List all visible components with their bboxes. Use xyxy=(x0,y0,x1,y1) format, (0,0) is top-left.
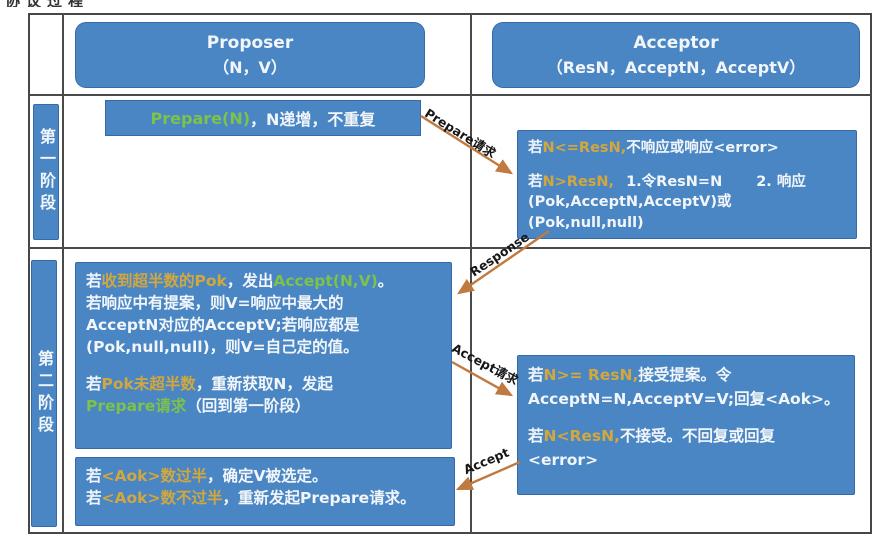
phase2-result-line1: 若<Aok>数过半，确定V被选定。 xyxy=(86,467,328,485)
phase2-acceptor-line4: <error> xyxy=(528,451,599,470)
phase2-proposer-spacer xyxy=(86,358,441,373)
phase2-result-line2: 若<Aok>数不过半，重新发起Prepare请求。 xyxy=(86,489,416,507)
proposer-header-box: Proposer （N，V） xyxy=(75,22,425,88)
phase2-row-label: 第二阶段 xyxy=(31,260,57,527)
phase2-proposer-line5: 若Pok未超半数，重新获取N，发起 xyxy=(86,375,333,393)
phase2-result-box: 若<Aok>数过半，确定V被选定。 若<Aok>数不过半，重新发起Prepare… xyxy=(75,457,455,526)
phase1-acceptor-box: 若N<=ResN,不响应或响应<error> 若N>ResN,1.令ResN=N… xyxy=(517,130,857,239)
acceptor-title: Acceptor xyxy=(633,33,719,54)
phase1-row-label: 第一阶段 xyxy=(33,104,59,240)
phase2-proposer-line4: (Pok,null,null)，则V=自己定的值。 xyxy=(86,338,359,356)
phase1-acceptor-line1: 若N<=ResN,不响应或响应<error> xyxy=(528,140,779,156)
phase1-acceptor-line3: (Pok,AcceptN,AcceptV)或(Pok,null,null) xyxy=(528,194,732,231)
cropped-top-text: 协议过程 xyxy=(5,0,125,7)
phase2-acceptor-box: 若N>= ResN,接受提案。令 AcceptN=N,AcceptV=V;回复<… xyxy=(517,355,855,495)
phase2-acceptor-line3: 若N<ResN,不接受。不回复或回复 xyxy=(528,427,776,446)
phase1-acceptor-spacer xyxy=(528,159,846,172)
phase2-proposer-line3: AcceptN对应的AcceptV;若响应都是 xyxy=(86,316,360,334)
phase2-label-text: 第二阶段 xyxy=(35,349,54,438)
divider-phase1-phase2 xyxy=(28,247,872,249)
prepare-note-text: ，N递增，不重复 xyxy=(250,110,376,129)
phase1-prepare-box: Prepare(N)，N递增，不重复 xyxy=(105,100,421,136)
phase2-acceptor-line1: 若N>= ResN,接受提案。令 xyxy=(528,366,732,384)
divider-proposer-acceptor xyxy=(470,13,472,534)
prepare-call-text: Prepare(N) xyxy=(150,108,251,128)
phase2-proposer-line6: Prepare请求（回到第一阶段） xyxy=(86,397,311,415)
divider-header-row xyxy=(28,94,872,96)
phase2-acceptor-line2: AcceptN=N,AcceptV=V;回复<Aok>。 xyxy=(528,390,840,409)
phase2-acceptor-spacer xyxy=(528,411,844,424)
table-outer-border xyxy=(28,13,872,534)
phase2-proposer-line2: 若响应中有提案，则V=响应中最大的 xyxy=(86,294,344,312)
acceptor-header-box: Acceptor （ResN，AcceptN，AcceptV） xyxy=(492,22,860,88)
phase2-proposer-box: 若收到超半数的Pok，发出Accept(N,V)。 若响应中有提案，则V=响应中… xyxy=(75,262,452,449)
acceptor-params: （ResN，AcceptN，AcceptV） xyxy=(546,57,806,77)
phase1-label-text: 第一阶段 xyxy=(37,128,56,216)
divider-row-label-column xyxy=(62,13,64,534)
proposer-params: （N，V） xyxy=(213,57,287,77)
phase2-proposer-line1: 若收到超半数的Pok，发出Accept(N,V)。 xyxy=(86,272,394,290)
proposer-title: Proposer xyxy=(206,33,294,54)
